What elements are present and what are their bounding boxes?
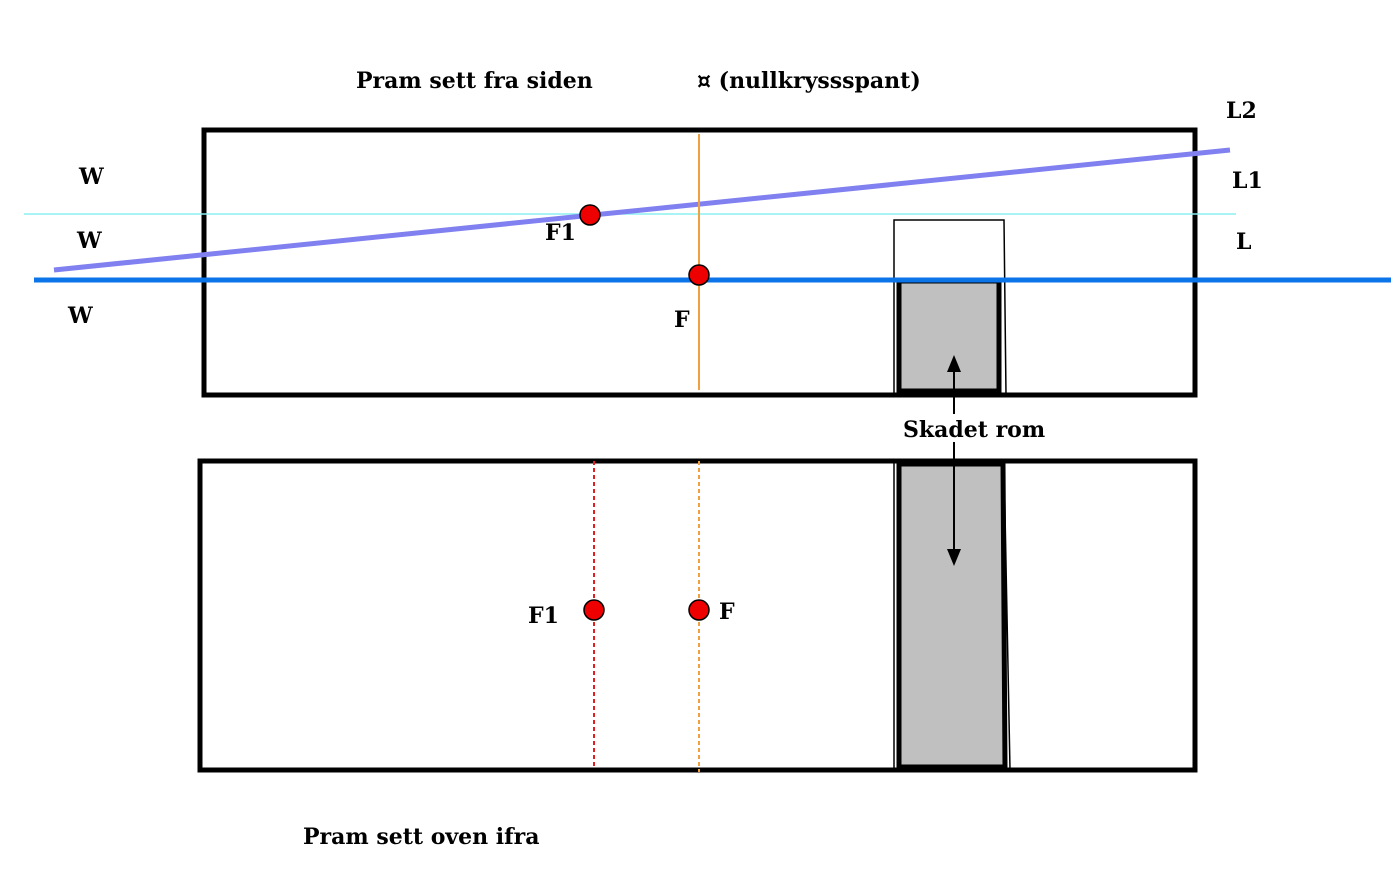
side-damaged-room	[896, 278, 1002, 394]
top-label-F1: F1	[528, 603, 559, 629]
top-label-F: F	[719, 599, 735, 625]
damaged-room-label: Skadet rom	[903, 417, 1045, 443]
arrow-down-head	[947, 549, 961, 566]
side-view-title: Pram sett fra siden	[356, 68, 593, 94]
side-room-outline	[893, 219, 1007, 396]
side-view-hull	[201, 127, 1198, 398]
waterline-label-W-bottom: W	[67, 303, 93, 329]
top-view-hull	[197, 458, 1198, 773]
waterline-label-L2: L2	[1226, 98, 1257, 124]
side-label-F: F	[674, 307, 690, 333]
waterline-label-W-mid: W	[76, 228, 102, 254]
arrow-up-head	[947, 355, 961, 372]
null-frame-label: ¤ (nullkryssspant)	[697, 68, 921, 94]
top-point-F	[688, 599, 710, 621]
side-point-F	[688, 264, 710, 286]
waterline-label-L: L	[1236, 229, 1251, 255]
top-view-title: Pram sett oven ifra	[303, 824, 539, 850]
top-point-F1	[583, 599, 605, 621]
damaged-room-label-bg	[900, 414, 1044, 442]
waterline-L2	[53, 147, 1231, 273]
side-label-F1: F1	[545, 220, 576, 246]
side-point-F1	[579, 204, 601, 226]
top-room-outline	[893, 460, 1011, 771]
waterline-label-L1: L1	[1232, 168, 1263, 194]
top-damaged-room	[896, 461, 1008, 770]
waterline-label-W-top: W	[78, 164, 104, 190]
